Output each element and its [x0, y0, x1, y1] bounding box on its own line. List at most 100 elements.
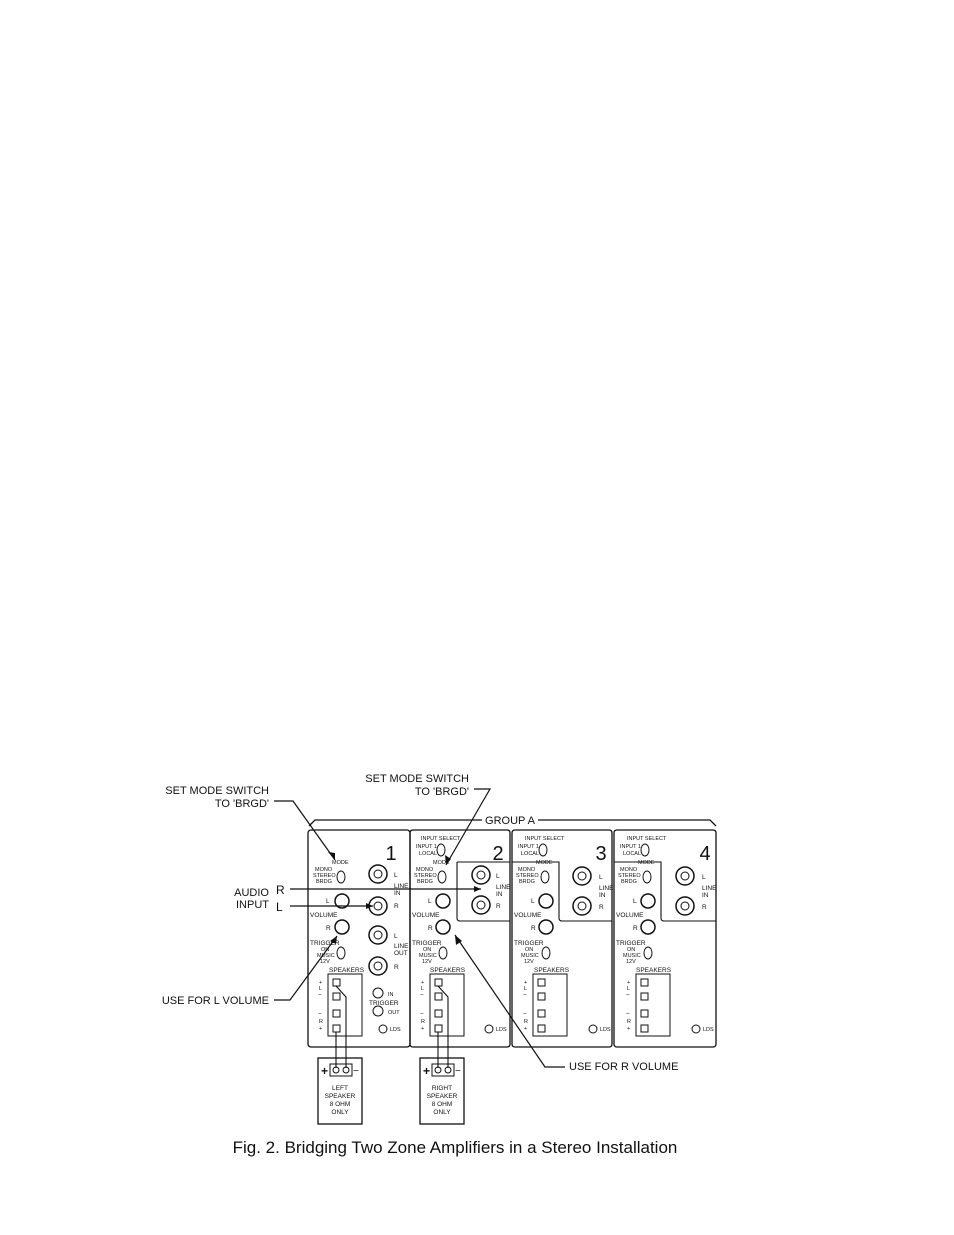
svg-text:STEREO: STEREO: [414, 873, 437, 879]
zone-number: 1: [385, 843, 396, 865]
svg-text:MONO: MONO: [416, 867, 434, 873]
zone-panel-3: INPUT SELECT INPUT 1 LOCAL 3 MODE MONO S…: [511, 829, 614, 1048]
svg-text:IN: IN: [702, 892, 709, 899]
svg-text:R: R: [394, 903, 399, 910]
mode-switch-icon: [437, 870, 447, 884]
svg-text:ON: ON: [627, 947, 635, 953]
svg-text:R: R: [702, 904, 707, 911]
trigger-switch-icon: [541, 946, 551, 960]
left-speaker: + − LEFT SPEAKER 8 OHM ONLY: [317, 1057, 363, 1125]
svg-text:LDS: LDS: [703, 1027, 714, 1033]
lds-indicator-icon: [378, 1024, 388, 1034]
lds-indicator-icon: [691, 1024, 701, 1034]
svg-text:+: +: [627, 1026, 630, 1032]
svg-text:INPUT: INPUT: [236, 899, 269, 911]
svg-text:INPUT 1: INPUT 1: [620, 844, 641, 850]
svg-text:MODE: MODE: [638, 860, 655, 866]
svg-text:8 OHM: 8 OHM: [330, 1101, 351, 1108]
rca-line-out-r-icon: [368, 956, 388, 976]
lds-indicator-icon: [484, 1024, 494, 1034]
svg-text:MODE: MODE: [433, 860, 450, 866]
svg-text:12V: 12V: [626, 959, 636, 965]
svg-text:TRIGGER: TRIGGER: [310, 940, 340, 947]
svg-text:L: L: [524, 986, 527, 992]
svg-text:TRIGGER: TRIGGER: [616, 940, 646, 947]
zone-panel-2: INPUT SELECT INPUT 1 LOCAL 2 MODE MONO S…: [409, 829, 511, 1048]
svg-text:L: L: [428, 898, 432, 905]
svg-text:−: −: [353, 1066, 359, 1077]
svg-text:ON: ON: [423, 947, 431, 953]
svg-text:MONO: MONO: [315, 867, 333, 873]
svg-text:+: +: [319, 1026, 322, 1032]
callout-mode-switch-right: SET MODE SWITCH TO 'BRGD': [365, 773, 469, 798]
volume-knob-r-icon: [538, 919, 554, 935]
lds-indicator-icon: [588, 1024, 598, 1034]
bridge-jumpers: [335, 985, 449, 1068]
arrow-heads: [328, 852, 481, 945]
rca-line-in-r-icon: [675, 896, 695, 916]
svg-text:IN: IN: [388, 992, 394, 998]
callout-l-volume: USE FOR L VOLUME: [162, 995, 269, 1007]
volume-knob-l-icon: [538, 893, 554, 909]
right-speaker: + − RIGHT SPEAKER 8 OHM ONLY: [419, 1057, 465, 1125]
input-select-switch-icon: [538, 843, 548, 857]
svg-text:+: +: [319, 980, 322, 986]
volume-knob-r-icon: [334, 919, 350, 935]
volume-knob-l-icon: [435, 893, 451, 909]
input-select-switch-icon: [640, 843, 650, 857]
mode-switch-icon: [540, 870, 550, 884]
svg-text:L: L: [326, 898, 330, 905]
svg-text:BRDG: BRDG: [621, 879, 637, 885]
trigger-switch-icon: [643, 946, 653, 960]
svg-text:RIGHT: RIGHT: [432, 1085, 452, 1092]
svg-text:INPUT SELECT: INPUT SELECT: [421, 836, 461, 842]
svg-text:LOCAL: LOCAL: [419, 851, 437, 857]
svg-text:R: R: [633, 925, 638, 932]
rca-line-in-r-icon: [471, 895, 491, 915]
svg-text:L: L: [421, 986, 424, 992]
volume-knob-r-icon: [640, 919, 656, 935]
svg-text:8 OHM: 8 OHM: [432, 1101, 453, 1108]
svg-text:L: L: [633, 898, 637, 905]
svg-text:L: L: [319, 986, 322, 992]
svg-text:−: −: [523, 992, 527, 999]
svg-text:12V: 12V: [320, 959, 330, 965]
audio-r-label: R: [276, 883, 285, 897]
svg-text:VOLUME: VOLUME: [616, 912, 644, 919]
svg-text:BRDG: BRDG: [316, 879, 332, 885]
svg-text:−: −: [318, 1011, 322, 1018]
svg-text:LEFT: LEFT: [332, 1085, 348, 1092]
svg-text:TRIGGER: TRIGGER: [412, 940, 442, 947]
mode-switch-icon: [336, 870, 346, 884]
audio-l-label: L: [276, 900, 283, 914]
leader-lines: [274, 788, 565, 1068]
svg-text:LDS: LDS: [600, 1027, 611, 1033]
speaker-terminal-block: [635, 973, 671, 1037]
svg-text:+: +: [524, 980, 527, 986]
svg-text:R: R: [496, 903, 501, 910]
svg-text:SPEAKER: SPEAKER: [427, 1093, 458, 1100]
svg-text:TRIGGER: TRIGGER: [369, 1000, 399, 1007]
svg-text:−: −: [626, 992, 630, 999]
svg-text:−: −: [455, 1066, 461, 1077]
mode-switch-icon: [642, 870, 652, 884]
input-select-switch-icon: [436, 843, 446, 857]
svg-text:−: −: [523, 1011, 527, 1018]
svg-text:MONO: MONO: [620, 867, 638, 873]
svg-text:R: R: [531, 925, 536, 932]
svg-text:LINE: LINE: [496, 884, 511, 891]
svg-text:VOLUME: VOLUME: [412, 912, 440, 919]
speaker-terminal-block: [429, 973, 465, 1037]
group-a-bracket: GROUP A: [308, 815, 717, 827]
svg-text:OUT: OUT: [394, 950, 408, 957]
svg-text:LDS: LDS: [390, 1027, 401, 1033]
svg-text:LINE: LINE: [394, 883, 409, 890]
rca-line-in-l-icon: [368, 864, 388, 884]
svg-text:−: −: [318, 992, 322, 999]
svg-text:R: R: [428, 925, 433, 932]
svg-text:TO 'BRGD': TO 'BRGD': [415, 786, 469, 798]
svg-text:MUSIC: MUSIC: [317, 953, 335, 959]
svg-text:BRDG: BRDG: [519, 879, 535, 885]
svg-text:INPUT 1: INPUT 1: [416, 844, 437, 850]
svg-text:ON: ON: [321, 947, 329, 953]
